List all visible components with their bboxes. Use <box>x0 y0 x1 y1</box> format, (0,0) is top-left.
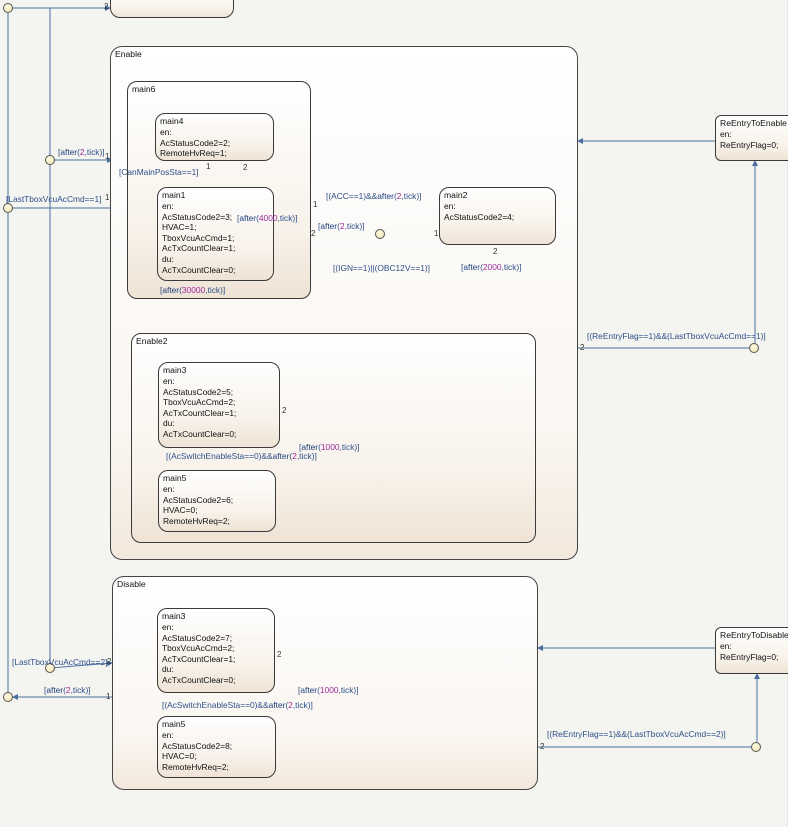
priority-number: 1 <box>105 193 110 202</box>
state-name: main5 <box>163 473 187 483</box>
junction-node <box>45 663 55 673</box>
label-reentry-enable-cond: [(ReEntryFlag==1)&&(LastTboxVcuAcCmd==1)… <box>587 331 766 341</box>
state-body: en: AcStatusCode2=5; TboxVcuAcCmd=2; AcT… <box>163 376 237 439</box>
junction-node <box>751 742 761 752</box>
label-can-main: [CanMainPosSta==1] <box>119 167 199 177</box>
state-body: en: AcStatusCode2=7; TboxVcuAcCmd=2; AcT… <box>162 622 236 685</box>
junction-node <box>3 692 13 702</box>
priority-number: 2 <box>282 406 287 415</box>
junction-node <box>375 229 385 239</box>
label-after2-left: [after(2,tick)] <box>58 147 105 157</box>
state-reentry-enable: ReEntryToEnable en: ReEntryFlag=0; <box>715 115 788 161</box>
priority-number: 1 <box>434 229 439 238</box>
label-last-tbox-1: [LastTboxVcuAcCmd==1] <box>6 194 102 204</box>
state-name: main1 <box>162 190 186 200</box>
priority-number: 1 <box>206 162 211 171</box>
label-main2-after2000: [after(2000,tick)] <box>461 262 522 272</box>
link-last2-disable <box>49 660 113 669</box>
state-name: main5 <box>162 719 186 729</box>
state-reentry-disable: ReEntryToDisable en: ReEntryFlag=0; <box>715 627 788 674</box>
state-body: en: AcStatusCode2=6; HVAC=0; RemoteHvReq… <box>163 484 234 526</box>
state-disable-main5: main5 en: AcStatusCode2=8; HVAC=0; Remot… <box>157 716 276 778</box>
state-name: ReEntryToEnable <box>720 118 787 128</box>
state-top-partial <box>110 0 234 18</box>
priority-number: 2 <box>311 229 316 238</box>
state-body: en: AcStatusCode2=4; <box>444 201 515 222</box>
state-enable2-main5: main5 en: AcStatusCode2=6; HVAC=0; Remot… <box>158 470 276 532</box>
label-last-tbox-2: [LastTboxVcuAcCmd==2] <box>12 657 108 667</box>
label-after2-left2: [after(2,tick)] <box>44 685 91 695</box>
junction-node <box>45 155 55 165</box>
label-reentry-disable-cond: [(ReEntryFlag==1)&&(LastTboxVcuAcCmd==2)… <box>547 729 726 739</box>
state-body: en: ReEntryFlag=0; <box>720 129 779 150</box>
state-enable2-main3: main3 en: AcStatusCode2=5; TboxVcuAcCmd=… <box>158 362 280 448</box>
state-body: en: AcStatusCode2=8; HVAC=0; RemoteHvReq… <box>162 730 233 772</box>
junction-node <box>3 3 13 13</box>
label-acc-after2: [(ACC==1)&&after(2,tick)] <box>326 191 422 201</box>
label-d-acswitch: [(AcSwitchEnableSta==0)&&after(2,tick)] <box>162 700 313 710</box>
state-main4: main4 en: AcStatusCode2=2; RemoteHvReq=1… <box>155 113 274 161</box>
state-name: main2 <box>444 190 468 200</box>
state-name: Enable <box>115 49 142 59</box>
state-name: Disable <box>117 579 146 589</box>
state-name: main6 <box>132 84 156 94</box>
state-main2: main2 en: AcStatusCode2=4; <box>439 187 556 245</box>
priority-number: 2 <box>580 343 585 352</box>
state-name: ReEntryToDisable <box>720 630 788 640</box>
state-name: Enable2 <box>136 336 168 346</box>
label-e2-acswitch: [(AcSwitchEnableSta==0)&&after(2,tick)] <box>166 451 317 461</box>
state-disable-main3: main3 en: AcStatusCode2=7; TboxVcuAcCmd=… <box>157 608 275 693</box>
priority-number: 2 <box>243 163 248 172</box>
priority-number: 2 <box>107 657 112 666</box>
state-body: en: AcStatusCode2=3; HVAC=1; TboxVcuAcCm… <box>162 201 236 275</box>
priority-number: 1 <box>105 152 110 161</box>
priority-number: 2 <box>277 650 282 659</box>
label-main6-after30000: [after(30000,tick)] <box>160 285 226 295</box>
state-body: en: AcStatusCode2=2; RemoteHvReq=1; <box>160 127 231 159</box>
priority-number: 1 <box>313 200 318 209</box>
state-name: main3 <box>162 611 186 621</box>
junction-node <box>3 203 13 213</box>
state-body: en: ReEntryFlag=0; <box>720 641 779 662</box>
label-d-after1000: [after(1000,tick)] <box>298 685 359 695</box>
priority-number: 2 <box>493 247 498 256</box>
state-main1: main1 en: AcStatusCode2=3; HVAC=1; TboxV… <box>157 187 274 281</box>
label-after2-junction: [after(2,tick)] <box>318 221 365 231</box>
priority-number: 2 <box>104 2 109 11</box>
priority-number: 1 <box>106 692 111 701</box>
state-name: main3 <box>163 365 187 375</box>
priority-number: 2 <box>540 742 545 751</box>
label-e2-after1000: [after(1000,tick)] <box>299 442 360 452</box>
label-main1-after4000: [after(4000,tick)] <box>237 213 298 223</box>
state-name: main4 <box>160 116 184 126</box>
label-ign-obc: [(IGN==1)||(OBC12V==1)] <box>333 263 430 273</box>
junction-node <box>749 343 759 353</box>
